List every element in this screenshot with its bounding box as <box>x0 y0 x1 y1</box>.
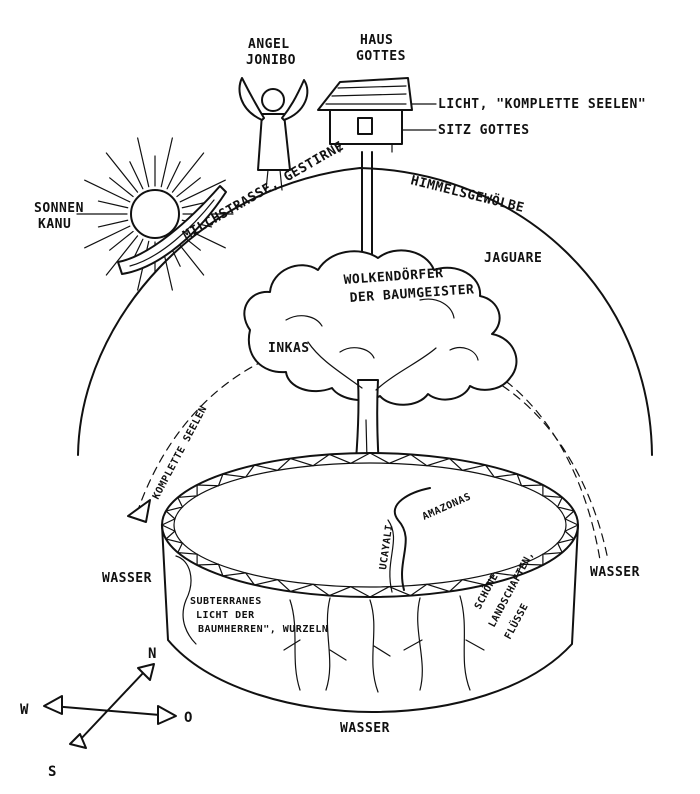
tree-crown <box>243 249 518 406</box>
sun-ray <box>166 161 181 190</box>
label-jaguare: JAGUARE <box>484 251 542 266</box>
label-wasser-left: WASSER <box>102 571 152 586</box>
label-subterran-1: SUBTERRANES <box>190 596 262 607</box>
label-sonnen-1: SONNEN <box>34 201 84 216</box>
souls-path-right-2 <box>477 371 609 561</box>
label-inkas: INKAS <box>268 341 310 356</box>
sun-ray <box>97 219 129 228</box>
sun-ray <box>160 137 173 188</box>
river-ucayali <box>387 519 395 593</box>
river-amazonas <box>393 487 431 591</box>
tree-roots <box>283 595 485 693</box>
sun-ray <box>176 177 201 198</box>
label-himmel: HIMMELSGEWÖLBE <box>409 172 526 216</box>
house-of-god <box>317 77 413 153</box>
angel-figure <box>238 77 309 191</box>
sun-ray <box>109 177 134 198</box>
sun-ray <box>171 152 205 193</box>
sun-ray <box>137 137 150 188</box>
souls-path-left <box>137 349 291 511</box>
compass-south: S <box>48 764 57 780</box>
house-pole <box>361 151 373 263</box>
compass-north: N <box>148 646 157 662</box>
label-subterran-2: LICHT DER <box>196 610 255 621</box>
label-wolken-1: WOLKENDÖRFER <box>343 265 444 288</box>
label-wasser-right: WASSER <box>590 565 640 580</box>
sky-dome-arc <box>77 167 653 456</box>
label-sitz: SITZ GOTTES <box>438 123 530 138</box>
canoe-icon <box>117 185 227 275</box>
sun-ray <box>179 179 226 203</box>
compass-west: W <box>20 702 29 718</box>
sun-ray <box>84 225 131 249</box>
sun-ray <box>129 161 144 190</box>
earth-disk-side <box>161 524 579 713</box>
label-licht: LICHT, "KOMPLETTE SEELEN" <box>438 97 646 112</box>
label-subterran-3: BAUMHERREN", WURZELN <box>198 624 328 635</box>
sun-ray <box>97 200 129 209</box>
label-sonnen-2: KANU <box>38 217 71 232</box>
sun-ray <box>84 179 131 203</box>
sun-ray <box>105 235 139 276</box>
compass-rose <box>43 663 177 749</box>
souls-arrow-head <box>127 499 151 523</box>
label-angel-1: ANGEL <box>248 37 290 52</box>
label-haus-2: GOTTES <box>356 49 406 64</box>
label-haus-1: HAUS <box>360 33 393 48</box>
label-wasser-bottom: WASSER <box>340 721 390 736</box>
label-angel-2: JONIBO <box>246 53 296 68</box>
sun-ray <box>109 230 134 251</box>
sun-ray <box>105 152 139 193</box>
compass-east: O <box>184 710 193 726</box>
